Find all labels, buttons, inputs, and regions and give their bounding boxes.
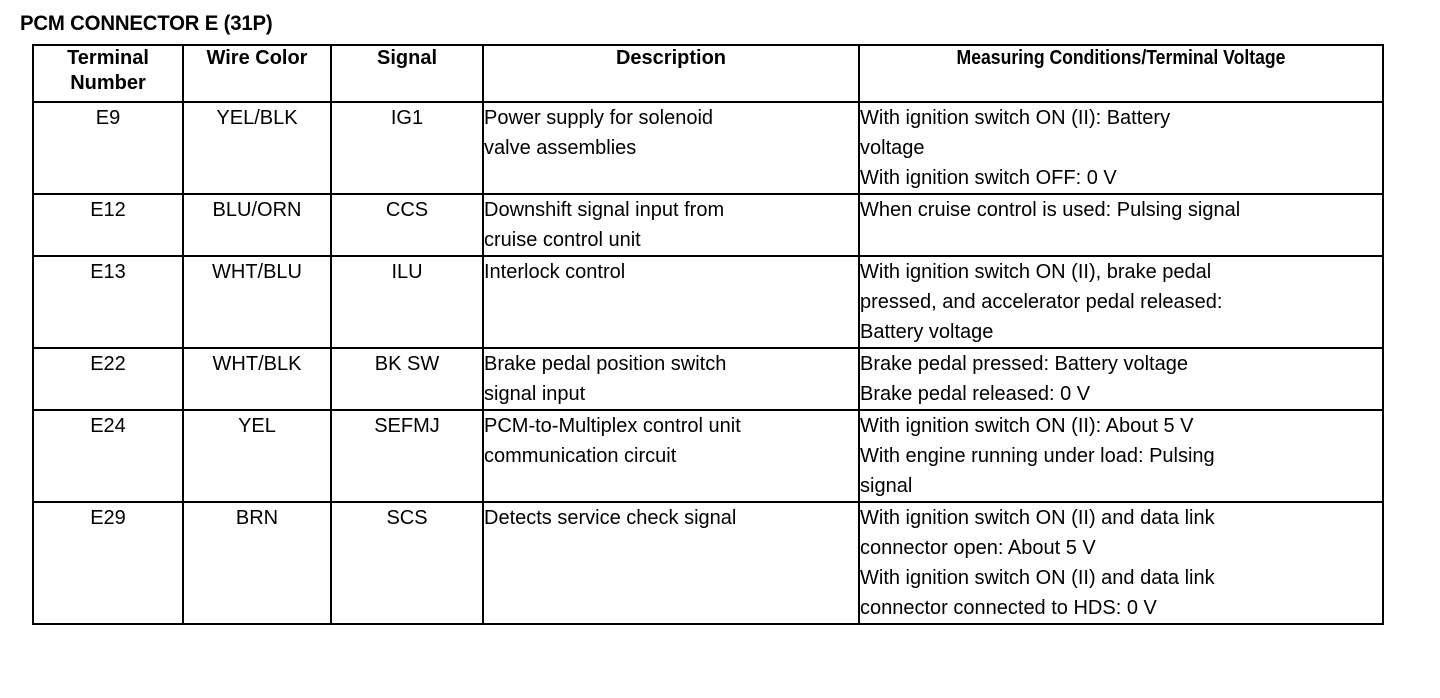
column-header-terminal-number: Terminal Number [32,44,184,103]
cell-measuring-conditions: When cruise control is used: Pulsing sig… [858,193,1384,257]
column-header-wire-color: Wire Color [182,44,332,103]
cell-measuring-conditions: Brake pedal pressed: Battery voltage Bra… [858,347,1384,411]
cell-description: Interlock control [482,255,860,349]
cell-signal: SCS [330,501,484,625]
cell-measuring-conditions: With ignition switch ON (II): Battery vo… [858,101,1384,195]
cell-signal: BK SW [330,347,484,411]
table-row: E13 WHT/BLU ILU Interlock control With i… [32,255,1384,349]
cell-terminal: E24 [32,409,184,503]
cell-signal: CCS [330,193,484,257]
cell-measuring-conditions: With ignition switch ON (II), brake peda… [858,255,1384,349]
cell-description: PCM-to-Multiplex control unit communicat… [482,409,860,503]
cell-description: Downshift signal input from cruise contr… [482,193,860,257]
cell-wire-color: BRN [182,501,332,625]
cell-terminal: E12 [32,193,184,257]
cell-wire-color: YEL [182,409,332,503]
table-header: Terminal Number Wire Color Signal Descri… [32,44,1384,103]
cell-terminal: E13 [32,255,184,349]
table-row: E9 YEL/BLK IG1 Power supply for solenoid… [32,101,1384,195]
table-row: E29 BRN SCS Detects service check signal… [32,501,1384,625]
cell-signal: SEFMJ [330,409,484,503]
cell-signal: ILU [330,255,484,349]
table-row: E24 YEL SEFMJ PCM-to-Multiplex control u… [32,409,1384,503]
cell-description: Power supply for solenoid valve assembli… [482,101,860,195]
terminal-number-line-1: Terminal [67,47,149,69]
table-body: E9 YEL/BLK IG1 Power supply for solenoid… [32,101,1384,625]
table-header-row: Terminal Number Wire Color Signal Descri… [32,44,1384,103]
cell-wire-color: YEL/BLK [182,101,332,195]
cell-measuring-conditions: With ignition switch ON (II) and data li… [858,501,1384,625]
cell-terminal: E22 [32,347,184,411]
column-header-measuring-conditions: Measuring Conditions/Terminal Voltage [858,44,1384,103]
cell-wire-color: WHT/BLK [182,347,332,411]
terminal-number-line-2: Number [70,72,146,94]
cell-wire-color: BLU/ORN [182,193,332,257]
column-header-description: Description [482,44,860,103]
page-title: PCM CONNECTOR E (31P) [20,12,273,35]
cell-terminal: E9 [32,101,184,195]
cell-signal: IG1 [330,101,484,195]
cell-description: Brake pedal position switch signal input [482,347,860,411]
cell-description: Detects service check signal [482,501,860,625]
column-header-signal: Signal [330,44,484,103]
cell-measuring-conditions: With ignition switch ON (II): About 5 V … [858,409,1384,503]
pcm-connector-terminal-table: Terminal Number Wire Color Signal Descri… [32,44,1384,625]
cell-terminal: E29 [32,501,184,625]
table-row: E12 BLU/ORN CCS Downshift signal input f… [32,193,1384,257]
table-row: E22 WHT/BLK BK SW Brake pedal position s… [32,347,1384,411]
cell-wire-color: WHT/BLU [182,255,332,349]
